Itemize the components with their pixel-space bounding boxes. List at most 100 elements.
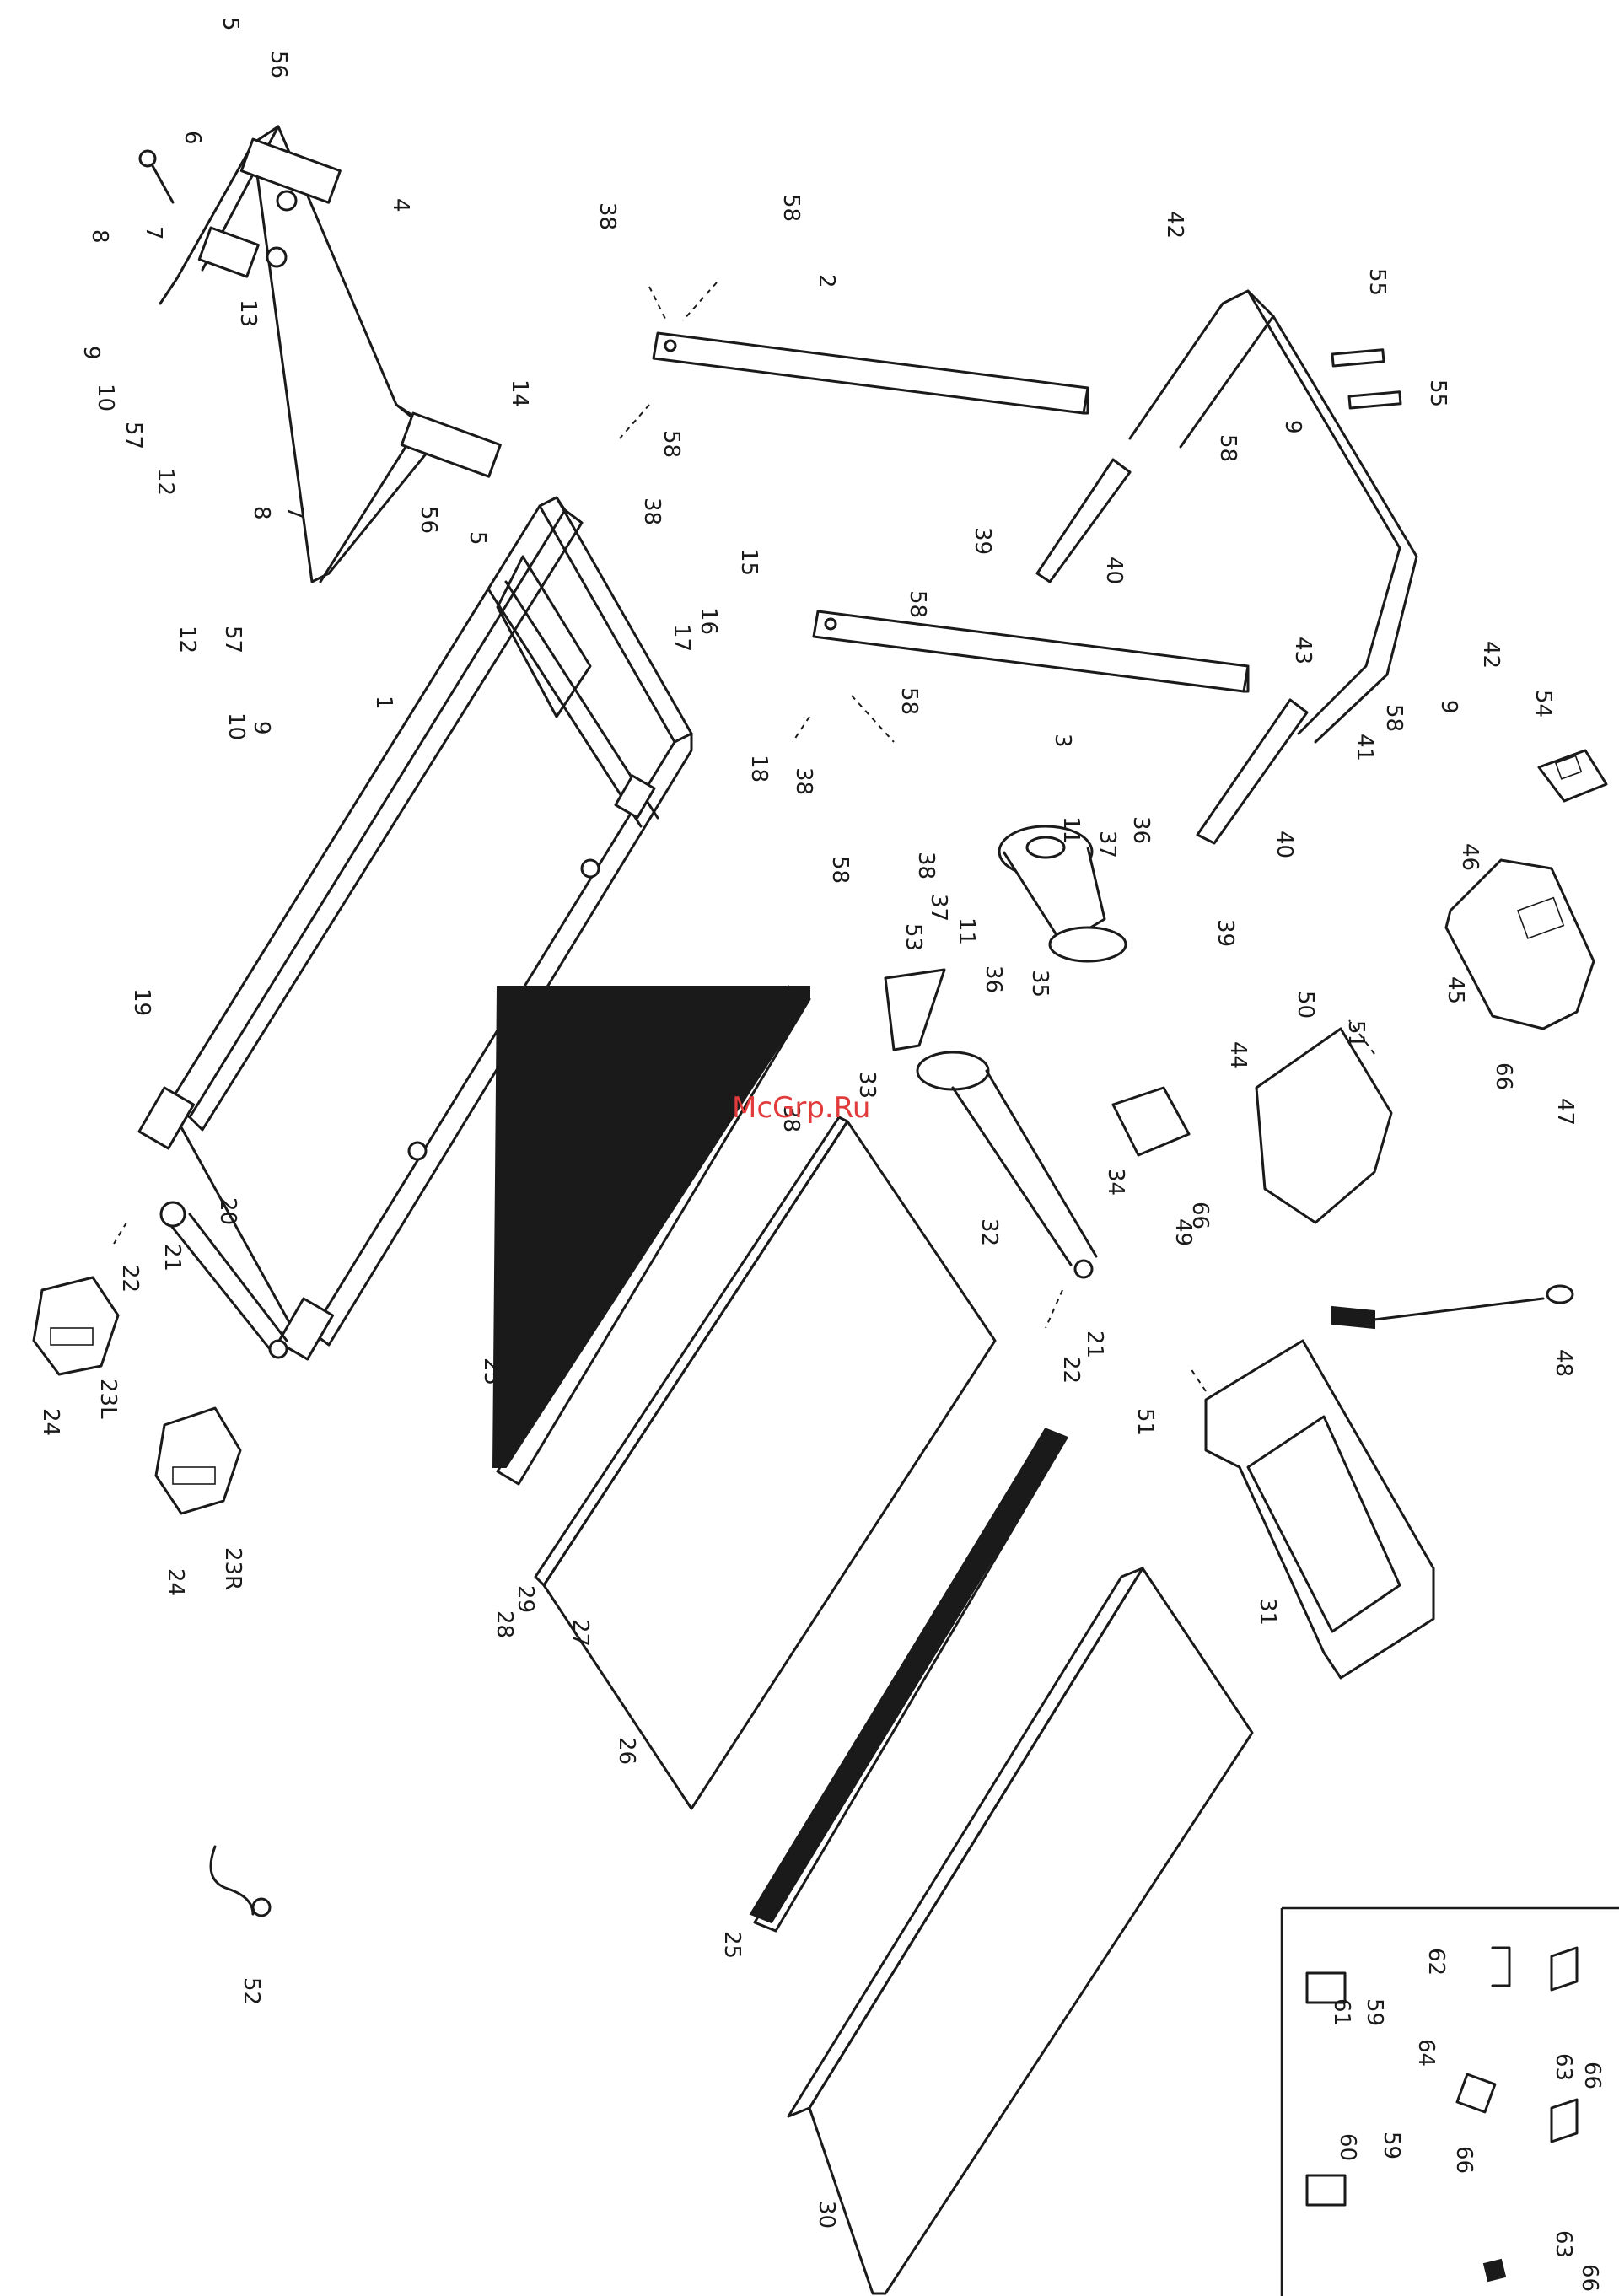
part-callout-label: 58: [778, 194, 804, 222]
part-callout-label: 22: [1058, 1356, 1084, 1384]
part-callout-label: 38: [594, 202, 620, 230]
part-callout-label: 66: [1579, 2062, 1605, 2089]
part-callout-label: 40: [1272, 831, 1297, 858]
rear-roller: [159, 1201, 288, 1359]
cross-tube-3: [812, 610, 1250, 693]
part-callout-label: 49: [1170, 1218, 1196, 1246]
part-callout-label: 55: [1364, 268, 1390, 296]
running-belt: [787, 1567, 1254, 2295]
part-callout-label: 25: [719, 1931, 745, 1959]
drive-belt: [884, 968, 946, 1051]
part-callout-label: 12: [153, 468, 178, 496]
part-callout-label: 38: [778, 1105, 804, 1132]
part-callout-label: 34: [1103, 1168, 1128, 1196]
part-callout-label: 1: [371, 696, 396, 710]
part-callout-label: 63: [1551, 2230, 1576, 2258]
part-callout-label: 37: [1095, 831, 1120, 858]
side-rail-upper: [492, 985, 811, 1486]
part-callout-label: 23R: [220, 1547, 245, 1590]
rear-end-cap-right: [154, 1406, 242, 1515]
part-callout-label: 32: [976, 1218, 1002, 1246]
part-callout-label: 63: [1551, 2053, 1576, 2081]
part-callout-label: 57: [220, 626, 245, 653]
part-callout-label: 10: [93, 384, 118, 411]
part-callout-label: 19: [129, 988, 154, 1016]
part-callout-label: 42: [1478, 641, 1503, 669]
part-callout-label: 30: [814, 2201, 839, 2229]
part-callout-label: 17: [669, 624, 694, 652]
part-callout-label: 38: [913, 852, 939, 879]
part-callout-label: 53: [901, 923, 926, 951]
part-callout-label: 61: [1329, 1998, 1354, 2026]
part-callout-label: 52: [239, 1977, 264, 2005]
part-callout-label: 44: [1225, 1041, 1251, 1069]
part-callout-label: 8: [87, 229, 112, 244]
part-callout-label: 12: [175, 626, 200, 653]
part-callout-label: 6: [180, 131, 205, 145]
part-callout-label: 47: [1552, 1098, 1578, 1126]
part-callout-label: 9: [1436, 700, 1461, 714]
side-rail-lower: [749, 1428, 1068, 1933]
part-callout-label: 51: [1132, 1408, 1158, 1436]
part-callout-label: 58: [905, 590, 930, 618]
part-callout-label: 56: [416, 506, 441, 534]
part-callout-label: 59: [1362, 1998, 1387, 2026]
part-callout-label: 22: [117, 1265, 143, 1293]
part-callout-label: 26: [614, 1737, 639, 1765]
part-callout-label: 18: [746, 755, 772, 782]
power-cord: [209, 1845, 272, 1917]
motor-cover: [1204, 1339, 1435, 1680]
assembly-lines: [113, 282, 1375, 1392]
part-callout-label: 46: [1457, 843, 1482, 871]
part-callout-label: 13: [235, 299, 261, 327]
part-callout-label: 40: [1101, 557, 1127, 584]
rear-end-cap-left: [32, 1276, 120, 1376]
part-callout-label: 8: [249, 506, 274, 520]
safety-key: [1331, 1284, 1574, 1330]
part-callout-label: 11: [1058, 816, 1084, 844]
part-callout-label: 33: [854, 1071, 879, 1099]
part-callout-label: 20: [215, 1197, 240, 1225]
part-callout-label: 38: [791, 767, 816, 795]
part-callout-label: 58: [1381, 704, 1407, 732]
part-callout-label: 60: [1335, 2133, 1360, 2161]
part-callout-label: 29: [513, 1585, 538, 1613]
left-upright-frame: [138, 125, 502, 583]
part-callout-label: 58: [896, 687, 922, 715]
part-callout-label: 58: [659, 430, 684, 458]
part-callout-label: 16: [696, 607, 721, 635]
part-callout-label: 2: [814, 274, 839, 288]
part-callout-label: 36: [1128, 816, 1154, 844]
part-callout-label: 37: [926, 894, 951, 922]
part-callout-label: 14: [507, 379, 532, 407]
part-callout-label: 56: [266, 51, 291, 78]
part-callout-label: 7: [141, 226, 166, 240]
console-housing: [1444, 858, 1595, 1030]
watermark: McGrp.Ru: [732, 1091, 870, 1125]
part-callout-label: 9: [1280, 420, 1305, 434]
motor-controller: [1111, 1086, 1191, 1157]
part-callout-label: 7: [282, 506, 308, 520]
part-callout-label: 39: [1213, 919, 1238, 947]
part-callout-label: 66: [1187, 1202, 1213, 1229]
right-upright-frame: [1035, 289, 1418, 845]
part-callout-label: 24: [163, 1568, 188, 1596]
part-callout-label: 54: [1530, 690, 1556, 718]
part-callout-label: 24: [38, 1408, 63, 1436]
part-callout-label: 48: [1551, 1349, 1576, 1377]
part-callout-label: 42: [1162, 211, 1187, 239]
part-callout-label: 9: [249, 721, 274, 735]
part-callout-label: 66: [1491, 1062, 1516, 1090]
part-callout-label: 45: [1443, 976, 1468, 1004]
part-callout-label: 59: [1379, 2132, 1404, 2159]
part-callout-label: 15: [736, 548, 761, 576]
part-callout-label: 51: [1343, 1020, 1369, 1048]
part-callout-label: 66: [1577, 2264, 1602, 2292]
part-callout-label: 38: [639, 497, 664, 525]
part-callout-label: 28: [492, 1610, 517, 1638]
part-callout-label: 39: [970, 527, 995, 555]
cross-tube-2: [652, 331, 1089, 415]
motor: [998, 825, 1127, 963]
